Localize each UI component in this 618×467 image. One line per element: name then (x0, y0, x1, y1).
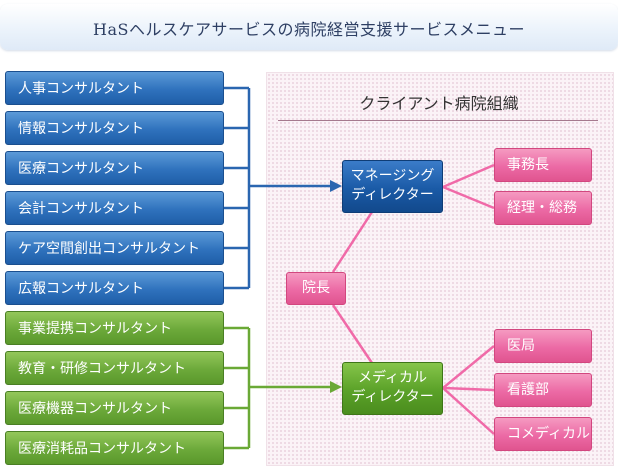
org-box-office-manager: 事務長 (494, 148, 592, 182)
org-title: クライアント病院組織 (359, 94, 519, 113)
org-title-divider (278, 120, 598, 121)
consultant-medical-supplies[interactable]: 医療消耗品コンサルタント (5, 431, 224, 465)
org-box-comedical: コメディカル (494, 417, 592, 451)
org-box-managing-director: マネージング ディレクター (342, 160, 443, 213)
consultant-information[interactable]: 情報コンサルタント (5, 111, 224, 145)
green-arrow-head (330, 381, 342, 393)
blue-arrow-head (330, 180, 342, 192)
medical-line2: ディレクター (351, 389, 434, 405)
consultant-accounting[interactable]: 会計コンサルタント (5, 191, 224, 225)
org-box-director: 院長 (286, 272, 346, 305)
consultant-business-alliance[interactable]: 事業提携コンサルタント (5, 311, 224, 345)
managing-line2: ディレクター (351, 187, 434, 203)
consultant-pr[interactable]: 広報コンサルタント (5, 271, 224, 305)
header-banner: HaSヘルスケアサービスの病院経営支援サービスメニュー (0, 4, 618, 50)
org-box-nursing: 看護部 (494, 373, 592, 407)
page-title: HaSヘルスケアサービスの病院経営支援サービスメニュー (93, 20, 525, 39)
blue-bracket (224, 86, 334, 290)
consultant-hr[interactable]: 人事コンサルタント (5, 71, 224, 105)
medical-line1: メディカル (357, 370, 428, 386)
green-bracket (224, 326, 334, 450)
consultant-medical[interactable]: 医療コンサルタント (5, 151, 224, 185)
org-box-medical-office: 医局 (494, 329, 592, 363)
org-box-accounting-general-affairs: 経理・総務 (494, 191, 592, 225)
consultant-care-space[interactable]: ケア空間創出コンサルタント (5, 231, 224, 265)
consultant-medical-equipment[interactable]: 医療機器コンサルタント (5, 391, 224, 425)
managing-line1: マネージング (350, 168, 435, 184)
consultant-education-training[interactable]: 教育・研修コンサルタント (5, 351, 224, 385)
pink-tree (331, 163, 495, 435)
org-box-medical-director: メディカル ディレクター (342, 362, 443, 415)
